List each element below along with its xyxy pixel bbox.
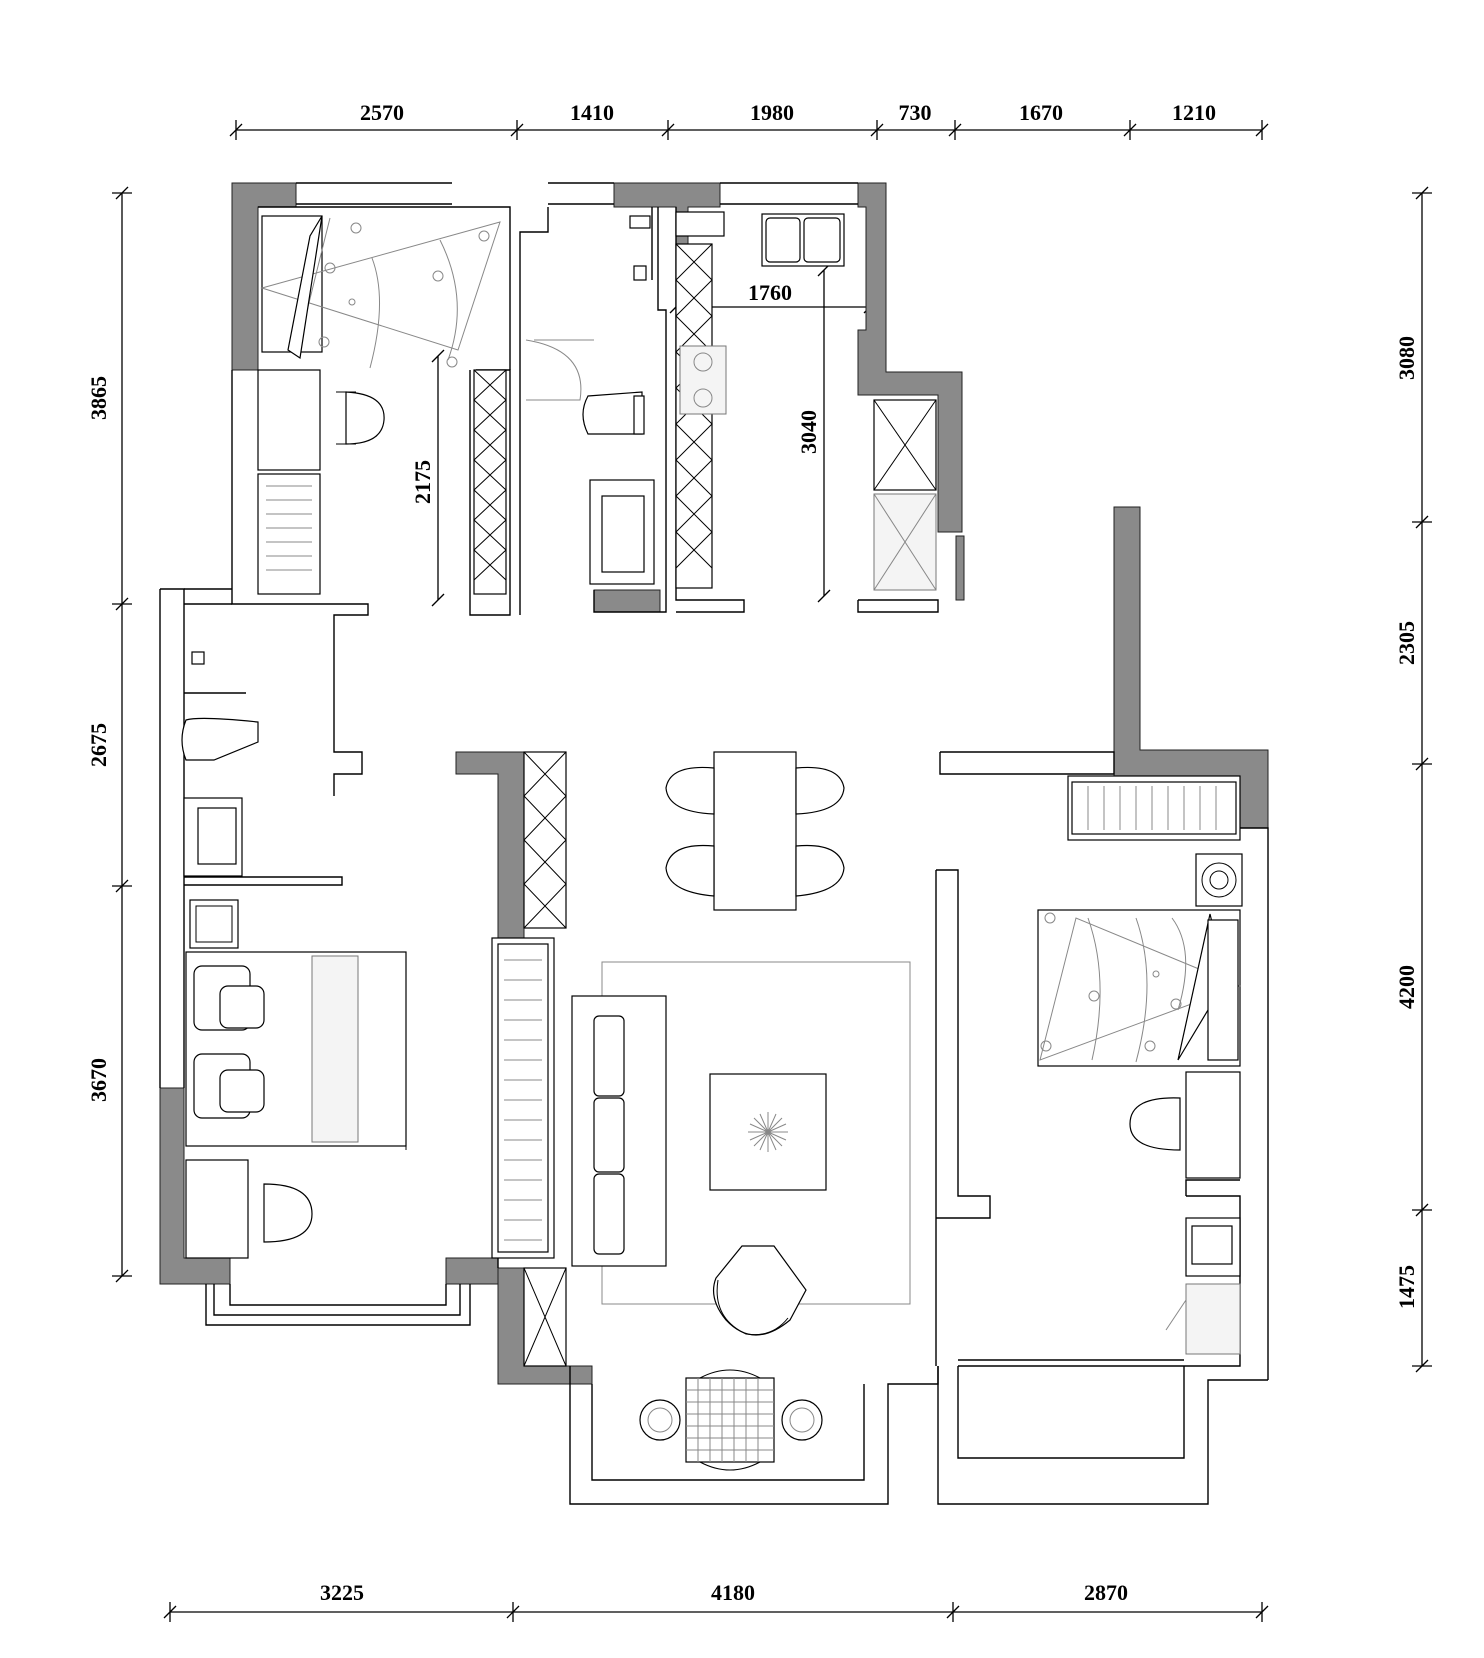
dim-top-1: 2570 bbox=[360, 100, 404, 125]
balcony-table bbox=[639, 1369, 823, 1471]
bath-depth-dimension: 2175 bbox=[410, 349, 445, 607]
bed-1 bbox=[185, 951, 407, 1150]
wall-outlines bbox=[159, 182, 1269, 1505]
dim-right-4: 1475 bbox=[1394, 1265, 1419, 1309]
bathtub bbox=[260, 215, 501, 369]
top-dimension-chain: 2570 1410 1980 730 1670 1210 bbox=[229, 100, 1269, 140]
dim-bottom-3: 2870 bbox=[1084, 1580, 1128, 1605]
washer bbox=[1195, 853, 1243, 907]
dim-bottom-2: 4180 bbox=[711, 1580, 755, 1605]
dim-top-3: 1980 bbox=[750, 100, 794, 125]
dining-table bbox=[665, 751, 845, 911]
kitchen-counter-left bbox=[675, 211, 727, 589]
dim-left-2: 2675 bbox=[86, 723, 111, 767]
dim-bottom-1: 3225 bbox=[320, 1580, 364, 1605]
refrigerator bbox=[873, 399, 937, 591]
sofa bbox=[571, 995, 667, 1267]
structural-walls bbox=[159, 182, 1269, 1385]
dim-left-1: 3865 bbox=[86, 376, 111, 420]
dim-left-3: 3670 bbox=[86, 1058, 111, 1102]
kitchen-depth-dimension: 3040 bbox=[796, 263, 831, 603]
dim-top-4: 730 bbox=[899, 100, 932, 125]
dim-right-2: 2305 bbox=[1394, 621, 1419, 665]
wardrobe-master bbox=[257, 369, 321, 595]
cabinet-living-bottom bbox=[523, 1267, 567, 1367]
desk-right-bedroom bbox=[1129, 1071, 1241, 1179]
wardrobe-living bbox=[491, 937, 555, 1259]
bathroom-right-fixtures bbox=[1165, 1217, 1241, 1355]
flower-icon bbox=[748, 1112, 788, 1152]
dim-right-1: 3080 bbox=[1394, 336, 1419, 380]
tall-cabinet-master-bath bbox=[473, 369, 507, 595]
coffee-table bbox=[709, 1073, 827, 1191]
wardrobe-right-bedroom bbox=[1067, 775, 1241, 841]
desk-chair-master bbox=[336, 391, 385, 445]
bathroom-2-fixtures bbox=[525, 215, 655, 585]
bottom-dimension-chain: 3225 4180 2870 bbox=[163, 1580, 1269, 1622]
dim-right-3: 4200 bbox=[1394, 965, 1419, 1009]
bed-2 bbox=[1037, 909, 1242, 1067]
hangers bbox=[266, 485, 312, 571]
left-dimension-chain: 3865 2675 3670 bbox=[86, 186, 132, 1283]
tall-cabinet-living bbox=[523, 751, 567, 929]
lounge-chair bbox=[713, 1245, 807, 1336]
bathroom-3-fixtures bbox=[181, 651, 259, 949]
dim-top-6: 1210 bbox=[1172, 100, 1216, 125]
right-dimension-chain: 3080 2305 4200 1475 bbox=[1394, 186, 1432, 1373]
dim-kitchen-depth: 3040 bbox=[796, 410, 821, 454]
dim-top-5: 1670 bbox=[1019, 100, 1063, 125]
dim-bath-depth: 2175 bbox=[410, 460, 435, 504]
kitchen-sink bbox=[761, 213, 845, 267]
desk-bedroom-1 bbox=[185, 1159, 313, 1259]
dim-top-2: 1410 bbox=[570, 100, 614, 125]
dim-kitchen-width: 1760 bbox=[748, 280, 792, 305]
